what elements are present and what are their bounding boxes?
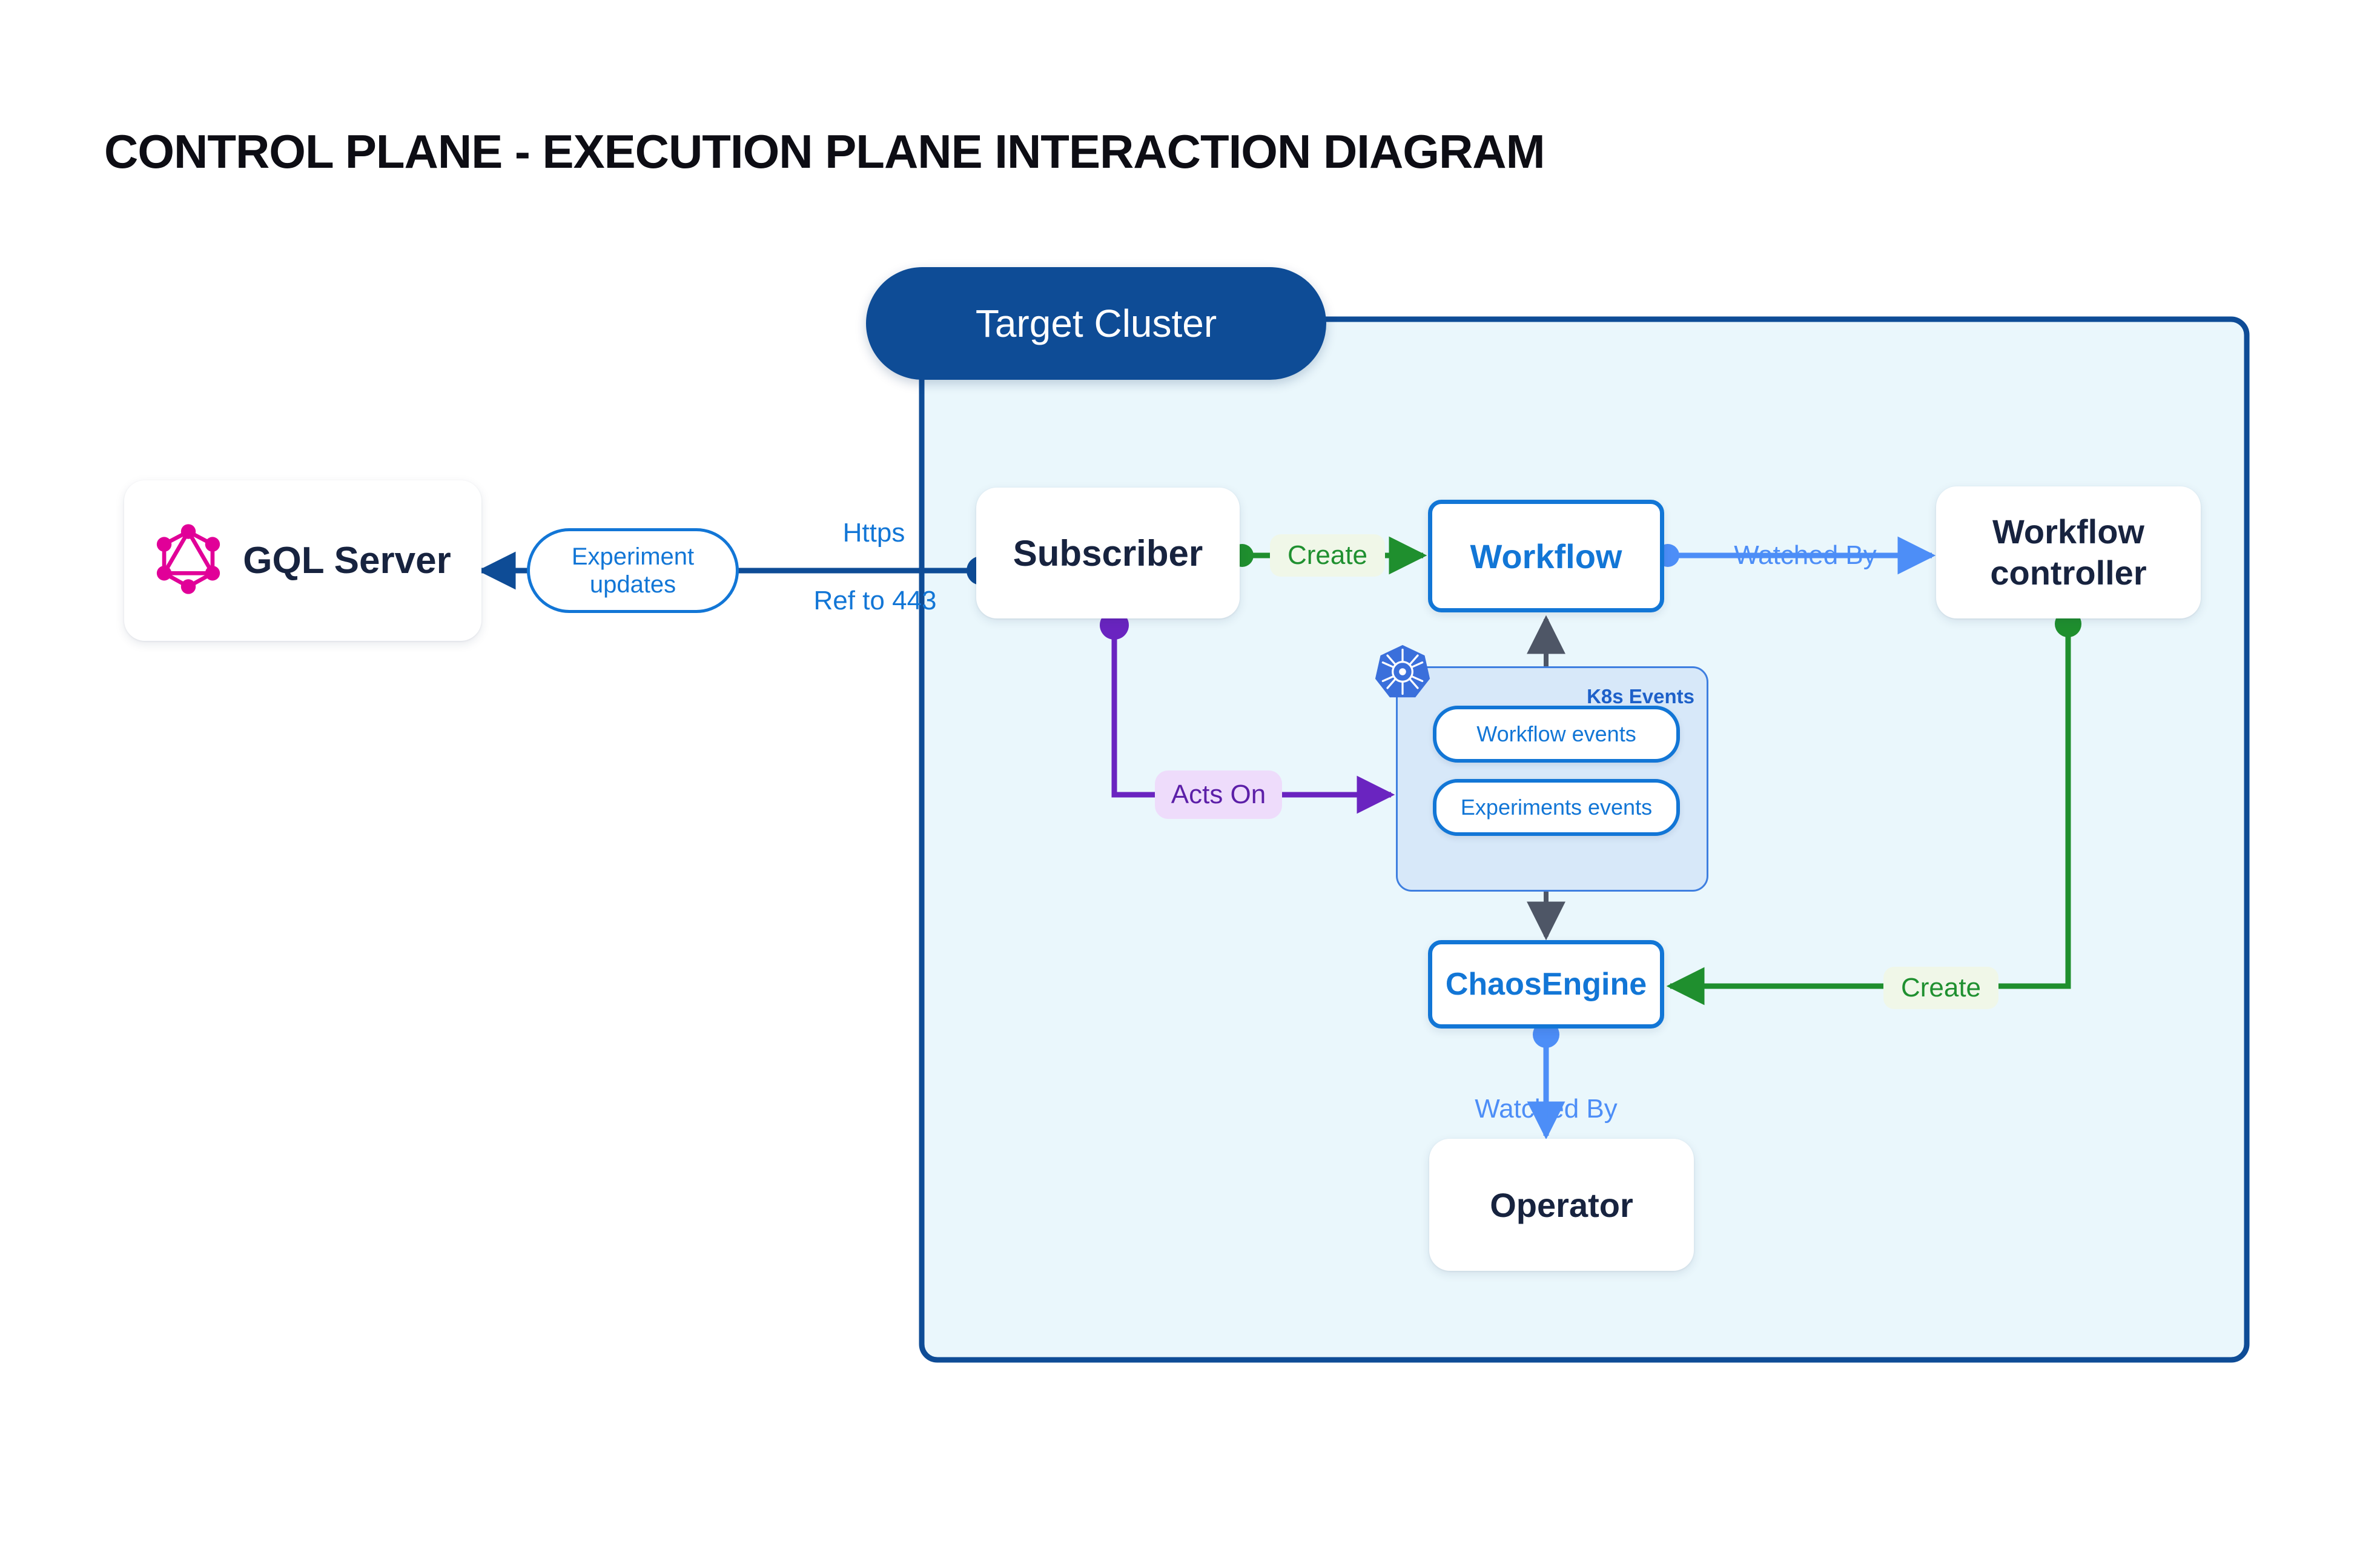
edge-label-experiment-updates: Experiment updates (527, 528, 739, 613)
node-workflow[interactable]: Workflow (1428, 500, 1664, 612)
edge-label-experiment-updates-line1: Experiment (571, 543, 695, 570)
edge-label-create-workflow: Create (1270, 534, 1385, 577)
edge-label-https: Https (842, 518, 905, 548)
graphql-icon (154, 522, 222, 599)
edge-label-watched-by-workflow: Watched By (1734, 540, 1877, 570)
k8s-pill-workflow-events[interactable]: Workflow events (1433, 706, 1680, 763)
k8s-pill-experiments-events-label: Experiments events (1460, 795, 1653, 820)
edge-label-ref-to-443: Ref to 443 (813, 586, 937, 615)
node-workflow-label: Workflow (1470, 537, 1622, 575)
edge-label-watched-by-operator: Watched By (1475, 1094, 1618, 1124)
k8s-pill-experiments-events[interactable]: Experiments events (1433, 779, 1680, 836)
node-workflow-controller[interactable]: Workflow controller (1936, 486, 2201, 618)
node-subscriber[interactable]: Subscriber (976, 488, 1240, 618)
target-cluster-title: Target Cluster (975, 302, 1217, 345)
node-chaosengine-label: ChaosEngine (1445, 967, 1647, 1002)
node-operator[interactable]: Operator (1429, 1139, 1694, 1271)
k8s-pill-workflow-events-label: Workflow events (1476, 721, 1636, 746)
edge-label-acts-on: Acts On (1155, 770, 1282, 819)
page-title: CONTROL PLANE - EXECUTION PLANE INTERACT… (104, 125, 1545, 178)
target-cluster-label: Target Cluster (866, 267, 1326, 380)
node-chaosengine[interactable]: ChaosEngine (1428, 940, 1664, 1029)
kubernetes-icon (1373, 643, 1432, 701)
edge-label-experiment-updates-line2: updates (589, 571, 676, 598)
k8s-events-group: K8s Events Workflow events Experiments e… (1375, 644, 1708, 892)
edge-label-create-chaosengine: Create (1883, 967, 1998, 1009)
k8s-events-title: K8s Events (1587, 685, 1694, 707)
node-gql-server-label: GQL Server (243, 540, 451, 581)
node-operator-label: Operator (1490, 1185, 1633, 1224)
node-workflow-controller-label: Workflow controller (1990, 512, 2147, 592)
node-gql-server[interactable]: GQL Server (124, 480, 481, 641)
node-subscriber-label: Subscriber (1013, 532, 1203, 574)
